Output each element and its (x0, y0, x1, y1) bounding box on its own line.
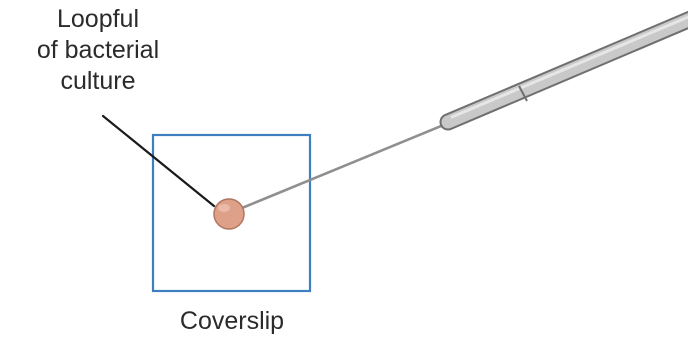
culture-drop-highlight (218, 204, 230, 212)
culture-leader-line (101, 114, 216, 208)
handle-seam (518, 85, 528, 102)
coverslip-label: Coverslip (179, 307, 285, 335)
coverslip-square (151, 133, 312, 293)
culture-label-line-1: Loopful (56, 5, 140, 33)
loop-handle (439, 10, 688, 131)
culture-label-line-3: culture (60, 67, 136, 95)
loop-wire (240, 122, 448, 210)
culture-drop (213, 198, 245, 230)
culture-label: Loopful of bacterial culture (8, 4, 188, 97)
culture-label-line-2: of bacterial (36, 36, 160, 64)
